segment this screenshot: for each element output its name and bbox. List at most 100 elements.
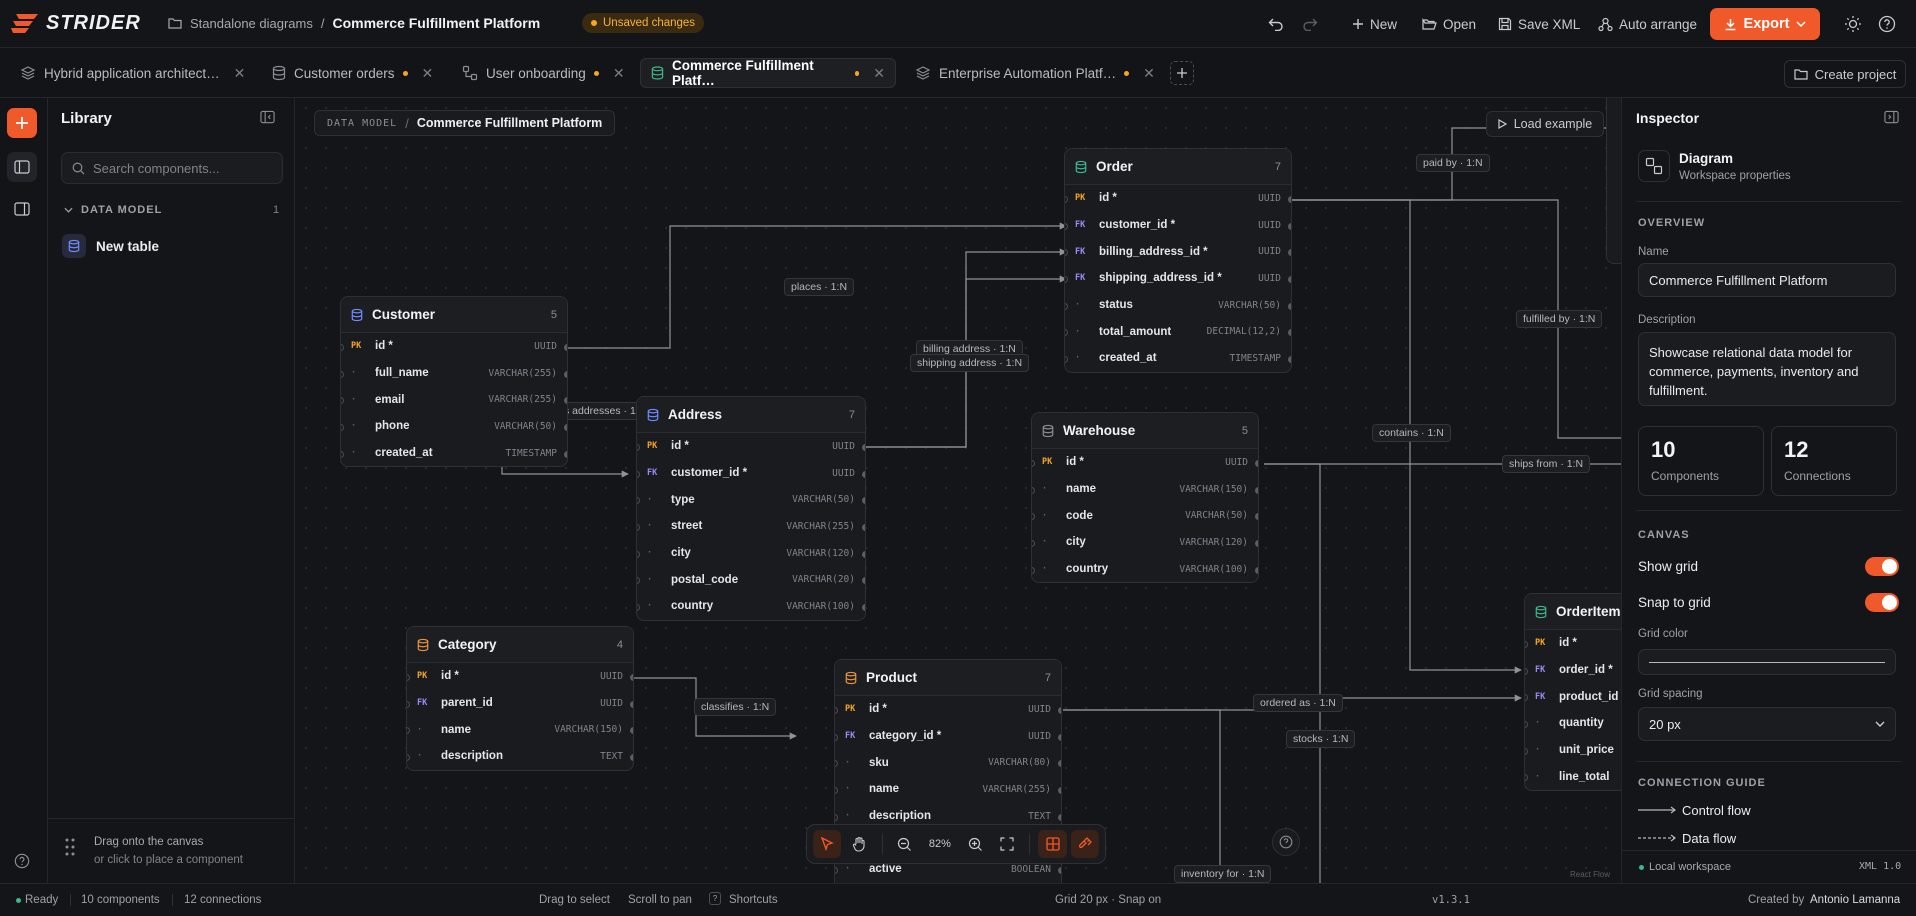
component-search[interactable]: Search components... [61,152,283,184]
breadcrumb-root[interactable]: Standalone diagrams [190,15,313,31]
connection-handle[interactable] [835,813,838,821]
edge-label-inventory-for[interactable]: inventory for · 1:N [1174,865,1272,883]
connection-handle[interactable] [835,707,838,714]
theme-toggle[interactable] [1844,12,1862,36]
connection-handle[interactable] [1065,276,1068,284]
connection-handle[interactable] [1058,867,1061,875]
connection-handle[interactable] [862,524,865,532]
new-button[interactable]: New [1352,12,1397,36]
connection-handle[interactable] [1032,540,1035,548]
connection-handle[interactable] [1058,787,1061,795]
library-item-new-table[interactable]: New table [62,231,284,261]
table-field-row[interactable]: ·unit_price [1525,737,1621,764]
connection-handle[interactable] [1065,356,1068,364]
grid-spacing-select[interactable]: 20 px [1638,707,1896,741]
connection-handle[interactable] [1525,667,1528,675]
connection-handle[interactable] [1288,196,1291,203]
connection-handle[interactable] [564,397,567,405]
close-icon[interactable]: ✕ [1143,64,1155,81]
select-tool-button[interactable] [813,830,842,858]
react-flow-attribution[interactable]: React Flow [1570,870,1611,879]
redo-button[interactable] [1302,12,1318,36]
connection-handle[interactable] [407,674,410,681]
connection-handle[interactable] [1288,276,1291,284]
connection-handle[interactable] [407,754,410,762]
connection-handle[interactable] [1065,329,1068,337]
close-icon[interactable]: ✕ [612,64,625,81]
connection-handle[interactable] [862,577,865,585]
author-name[interactable]: Antonio Lamanna [1810,894,1901,906]
connection-handle[interactable] [1255,486,1258,494]
save-xml-button[interactable]: Save XML [1498,12,1580,36]
load-example-button[interactable]: Load example [1486,111,1604,137]
description-field[interactable]: Showcase relational data model for comme… [1638,332,1896,406]
connection-handle[interactable] [341,397,344,405]
connection-handle[interactable] [341,450,344,458]
connection-handle[interactable] [637,497,640,505]
connection-handle[interactable] [564,344,567,351]
connection-handle[interactable] [1032,566,1035,574]
tab-customer-orders[interactable]: Customer orders✕ [262,58,443,88]
pan-tool-button[interactable] [845,830,873,858]
auto-arrange-button[interactable]: Auto arrange [1598,12,1697,36]
edge-label-stocks[interactable]: stocks · 1:N [1286,730,1356,748]
export-button[interactable]: Export [1710,8,1820,40]
add-component-button[interactable] [7,108,37,138]
connection-handle[interactable] [862,470,865,478]
connection-handle[interactable] [1032,486,1035,494]
edge-label-ships-from[interactable]: ships from · 1:N [1502,455,1591,473]
connection-handle[interactable] [1065,302,1068,310]
snap-to-grid-toggle[interactable] [1865,593,1899,612]
connection-handle[interactable] [1525,694,1528,702]
connection-handle[interactable] [637,444,640,451]
connection-handle[interactable] [637,604,640,612]
connection-handle[interactable] [630,727,633,735]
connection-handle[interactable] [1065,196,1068,203]
offscreen-table-node[interactable] [1606,98,1621,264]
add-tab-button[interactable] [1170,61,1194,85]
close-icon[interactable]: ✕ [421,64,434,81]
create-project-button[interactable]: Create project [1784,60,1906,88]
connection-handle[interactable] [637,524,640,532]
connection-handle[interactable] [1255,460,1258,467]
collapse-library-button[interactable] [260,110,275,124]
connection-handle[interactable] [1525,641,1528,648]
table-field-row[interactable]: ·quantity [1525,710,1621,737]
diagram-canvas[interactable]: DATA MODEL / Commerce Fulfillment Platfo… [296,98,1621,883]
connection-handle[interactable] [1032,513,1035,521]
close-icon[interactable]: ✕ [873,64,885,81]
connection-handle[interactable] [1065,249,1068,257]
connection-handle[interactable] [630,674,633,681]
connection-handle[interactable] [564,450,567,458]
edge-label-shipping-address[interactable]: shipping address · 1:N [910,354,1030,372]
edge-label-places[interactable]: places · 1:N [784,278,855,296]
connection-handle[interactable] [1525,747,1528,755]
edge-label-paid-by[interactable]: paid by · 1:N [1416,154,1490,172]
edge-label-ordered-as[interactable]: ordered as · 1:N [1253,694,1343,712]
